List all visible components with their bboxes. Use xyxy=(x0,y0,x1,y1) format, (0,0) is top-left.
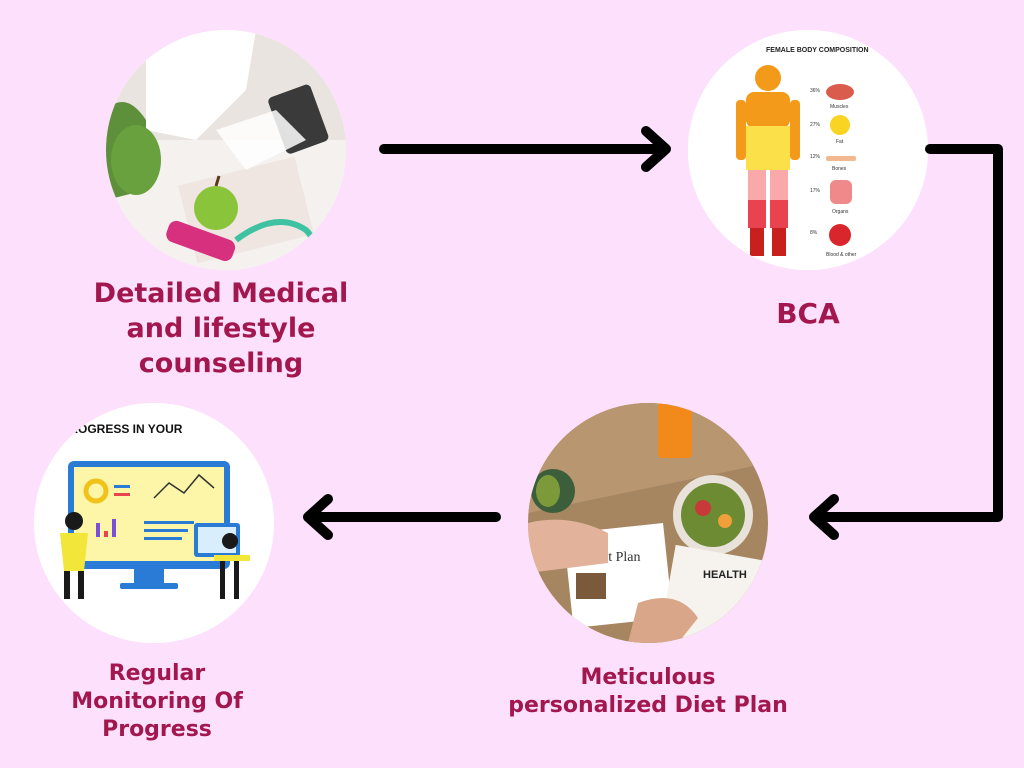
step-label-line: Detailed Medical xyxy=(93,278,349,309)
step-label-diet-plan: Meticulous personalized Diet Plan xyxy=(498,664,798,720)
bca-row-2-percent: 12% xyxy=(810,154,821,160)
bca-heading: FEMALE BODY COMPOSITION xyxy=(766,47,869,54)
step-label-line: BCA xyxy=(776,297,840,330)
diet-sheet-title: HEALTH xyxy=(703,569,747,581)
step-label-counseling: Detailed Medical and lifestyle counselin… xyxy=(76,276,366,381)
bca-row-0-label: Muscles xyxy=(830,104,849,110)
step-label-line: Monitoring Of xyxy=(71,689,243,714)
step-label-line: and lifestyle xyxy=(126,313,316,344)
step-label-line: counseling xyxy=(138,348,304,379)
step-label-line: Meticulous xyxy=(580,665,716,690)
step-label-line: personalized Diet Plan xyxy=(508,693,788,718)
step-label-line: Progress xyxy=(102,717,212,742)
monitoring-image: NG PROGRESS IN YOUR xyxy=(34,403,274,643)
bca-row-1-percent: 27% xyxy=(810,122,821,128)
step-label-monitoring: Regular Monitoring Of Progress xyxy=(52,660,262,744)
bca-row-3-percent: 17% xyxy=(810,188,821,194)
counseling-image xyxy=(106,30,346,270)
diet-plan-image: Diet Plan HEALTH xyxy=(528,403,768,643)
bca-row-4-percent: 8% xyxy=(810,230,818,236)
arrow-right xyxy=(379,126,671,172)
bca-row-1-label: Fat xyxy=(836,139,844,145)
arrow-left xyxy=(303,494,501,540)
bca-row-0-percent: 36% xyxy=(810,88,821,94)
bca-row-4-label: Blood & other xyxy=(826,252,857,258)
bca-row-3-label: Organs xyxy=(832,209,849,215)
step-label-bca: BCA xyxy=(738,296,878,332)
step-label-line: Regular xyxy=(108,661,206,686)
bca-row-2-label: Bones xyxy=(832,166,847,172)
bca-image: FEMALE BODY COMPOSITION 36% Muscles 27% … xyxy=(688,30,928,270)
monitoring-banner: NG PROGRESS IN YOUR xyxy=(40,422,183,436)
